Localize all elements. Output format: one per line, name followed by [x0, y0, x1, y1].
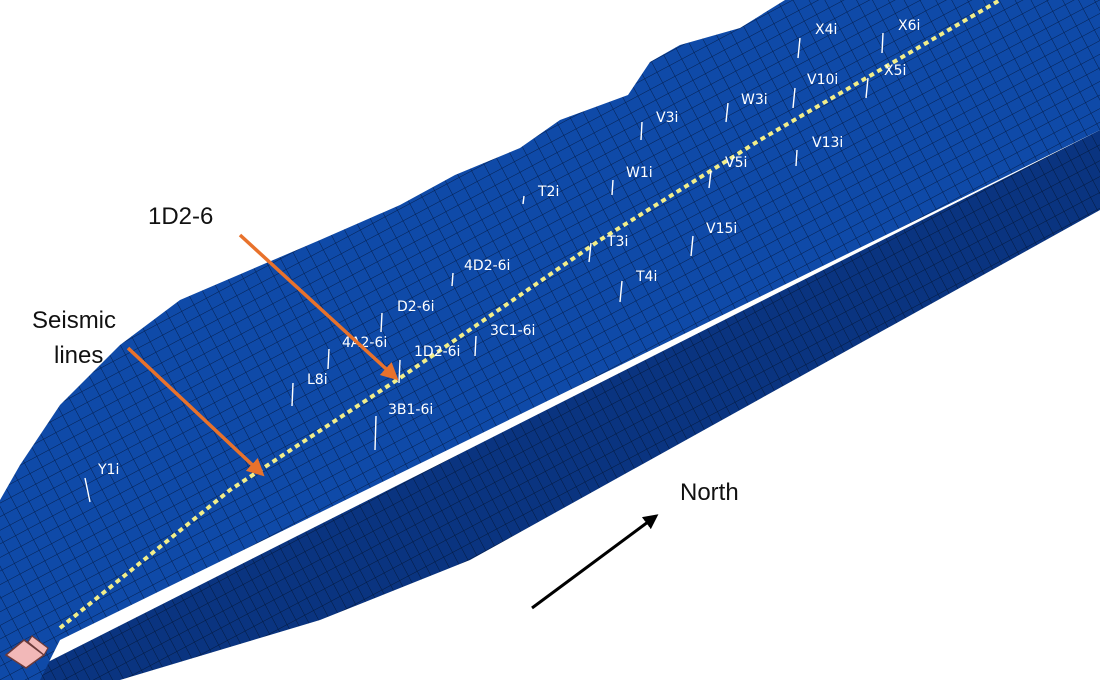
well-label: 3B1-6i	[388, 402, 433, 418]
well-tick	[522, 195, 525, 205]
well-tick	[865, 77, 869, 99]
well-tick	[398, 359, 401, 384]
well-tick	[619, 280, 623, 303]
well-label: D2-6i	[397, 299, 435, 315]
well-label: 1D2-6i	[414, 344, 460, 360]
well-tick	[795, 149, 798, 167]
well-tick	[792, 87, 796, 109]
well-label: T4i	[635, 269, 657, 285]
well-ticks	[84, 32, 884, 503]
well-1d2-6-arrow	[238, 233, 399, 381]
well-tick	[640, 121, 643, 141]
well-tick	[451, 272, 454, 287]
well-label: T3i	[606, 234, 628, 250]
seismic-lines-label: Seismic	[32, 307, 116, 334]
well-callout-label: 1D2-6	[148, 203, 213, 230]
well-tick	[708, 170, 712, 189]
well-label: V10i	[807, 72, 838, 88]
well-label: X4i	[815, 22, 837, 38]
well-tick	[291, 382, 294, 407]
model-side-face	[40, 130, 1100, 680]
well-label: T2i	[537, 184, 559, 200]
north-label: North	[680, 479, 739, 506]
well-tick	[374, 415, 377, 451]
well-label: 4D2-6i	[464, 258, 510, 274]
well-tick	[474, 335, 477, 357]
well-label: V13i	[812, 135, 843, 151]
well-label: Y1i	[97, 462, 119, 478]
seismic-lines-label-2: lines	[54, 342, 103, 369]
well-label: V15i	[706, 221, 737, 237]
well-label: L8i	[307, 372, 328, 388]
well-label: X5i	[884, 63, 906, 79]
well-tick	[84, 477, 91, 503]
well-label: V3i	[656, 110, 678, 126]
well-tick	[881, 32, 884, 54]
well-labels: X4i X6i V10i X5i W3i V3i V13i V5i W1i T2…	[97, 18, 920, 478]
well-label: 3C1-6i	[490, 323, 535, 339]
well-label: W1i	[626, 165, 653, 181]
start-marker-icon-tip	[27, 635, 49, 656]
well-label: X6i	[898, 18, 920, 34]
north-arrow	[531, 514, 659, 610]
well-tick	[611, 179, 614, 196]
well-label: V5i	[725, 155, 747, 171]
well-tick	[797, 37, 801, 59]
seismic-line	[58, 0, 1002, 630]
well-label: W3i	[741, 92, 768, 108]
well-tick	[327, 348, 330, 370]
well-tick	[588, 242, 592, 263]
well-tick	[380, 312, 383, 333]
well-tick	[690, 235, 694, 257]
seismic-lines-arrow	[126, 346, 265, 477]
well-tick	[725, 102, 729, 123]
